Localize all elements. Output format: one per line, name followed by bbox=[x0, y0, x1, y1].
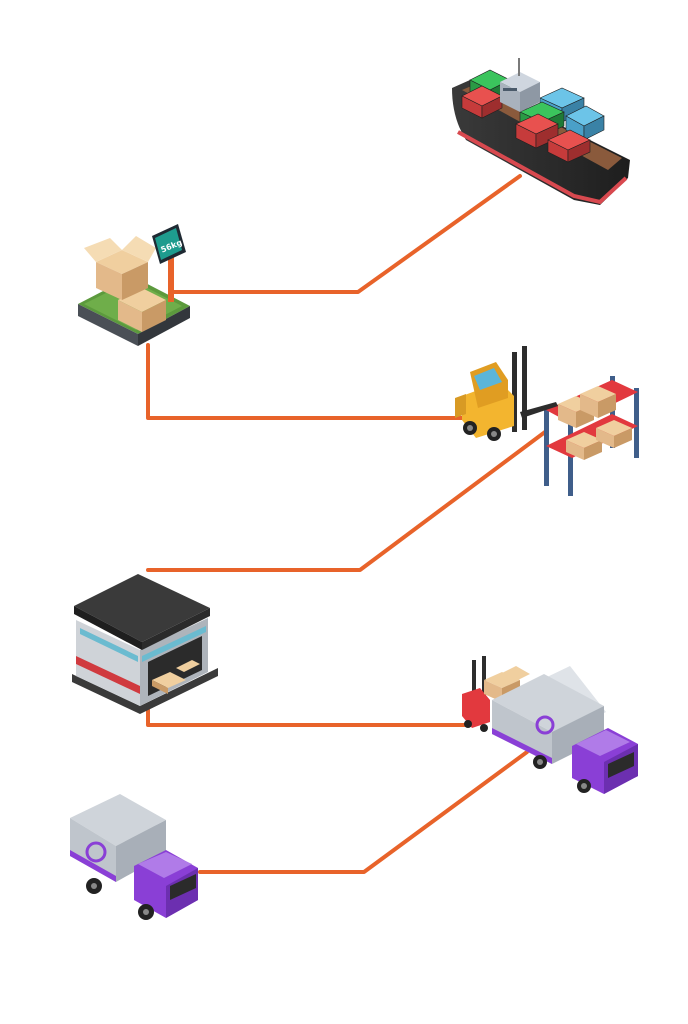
package-scale-icon: 56kg bbox=[78, 224, 190, 346]
connector-loading-to-delivery bbox=[198, 750, 529, 874]
connector-lines bbox=[146, 174, 547, 874]
loading-truck bbox=[492, 666, 638, 794]
delivery-truck-icon bbox=[70, 794, 198, 920]
connector-scale-to-forklift bbox=[146, 343, 472, 420]
forklift bbox=[455, 346, 558, 441]
connector-warehouse-to-loading bbox=[146, 708, 474, 727]
cargo-ship-icon bbox=[452, 58, 630, 205]
forklift-warehouse-rack-icon bbox=[455, 346, 639, 496]
warehouse-rack bbox=[544, 376, 639, 496]
warehouse-building-icon bbox=[72, 574, 218, 714]
connector-ship-to-scale bbox=[172, 174, 522, 294]
forklift-loading-truck-icon bbox=[462, 656, 638, 794]
connector-forklift-to-warehouse bbox=[146, 430, 547, 572]
